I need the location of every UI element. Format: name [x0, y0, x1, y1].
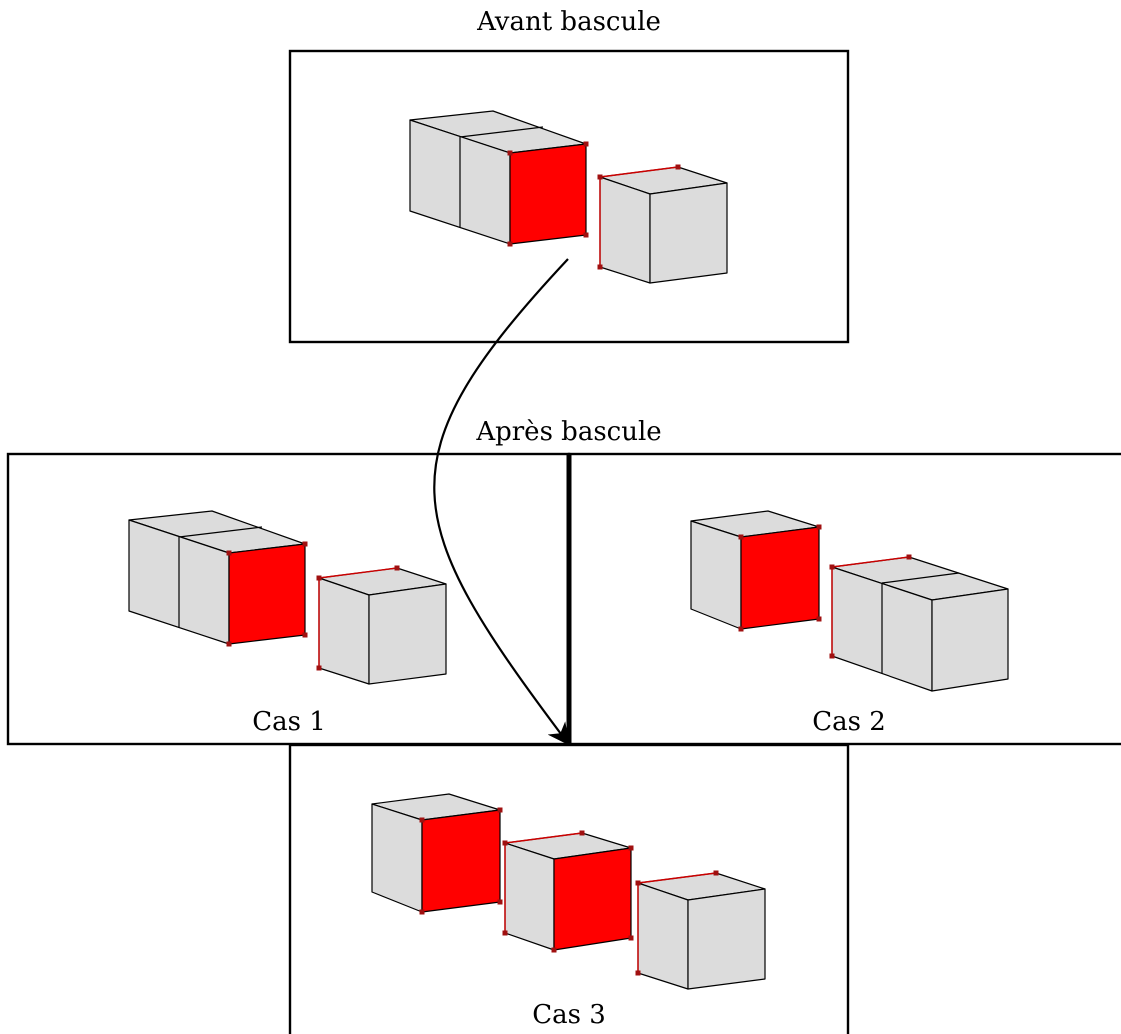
corner-marker-1: [579, 830, 585, 836]
corner-marker-0: [226, 550, 232, 556]
red-front-face: [509, 143, 587, 245]
corner-marker-1: [675, 164, 681, 170]
case3-cube-c: [635, 870, 766, 990]
corner-marker-0: [829, 564, 835, 570]
corner-marker-1: [394, 565, 400, 571]
block-front-face: [931, 588, 1009, 692]
corner-marker-2: [829, 653, 835, 659]
before-double-block: [409, 110, 589, 247]
corner-marker-2: [497, 899, 503, 905]
cube-side-face: [690, 520, 742, 630]
cube-front-face: [687, 888, 766, 990]
corner-marker-0: [502, 840, 508, 846]
after-title: Après bascule: [475, 417, 661, 447]
corner-marker-3: [226, 641, 232, 647]
case3-cube-b: [502, 830, 634, 953]
cube-side-face: [371, 803, 423, 913]
transition-arrow: [433, 258, 570, 746]
block-top-divider: [459, 126, 544, 138]
case1-single-cube: [316, 565, 447, 685]
corner-marker-3: [628, 845, 634, 851]
corner-marker-2: [816, 616, 822, 622]
case1-double-block: [128, 510, 308, 647]
corner-marker-1: [713, 870, 719, 876]
before-single-cube: [597, 164, 728, 284]
corner-marker-1: [583, 141, 589, 147]
corner-marker-2: [635, 970, 641, 976]
case2-double-block: [829, 554, 1009, 692]
corner-marker-4: [628, 935, 634, 941]
cube-front-face: [368, 583, 447, 685]
corner-marker-1: [497, 807, 503, 813]
corner-marker-2: [597, 264, 603, 270]
corner-marker-3: [419, 909, 425, 915]
block-top-divider: [178, 526, 263, 538]
red-front-face: [553, 847, 632, 951]
corner-marker-1: [906, 554, 912, 560]
corner-marker-2: [316, 665, 322, 671]
corner-marker-3: [507, 241, 513, 247]
before-title: Avant bascule: [476, 7, 661, 37]
corner-marker-0: [419, 817, 425, 823]
highlight-edge-top: [504, 832, 583, 844]
case2-single-cube: [690, 510, 822, 632]
case1-label: Cas 1: [252, 707, 326, 737]
corner-marker-1: [302, 541, 308, 547]
corner-marker-3: [738, 626, 744, 632]
corner-marker-1: [816, 524, 822, 530]
corner-marker-0: [507, 150, 513, 156]
highlight-edge-top: [599, 166, 679, 178]
block-top-divider: [881, 572, 960, 584]
corner-marker-0: [738, 534, 744, 540]
corner-marker-2: [502, 930, 508, 936]
corner-marker-0: [316, 575, 322, 581]
red-front-face: [421, 809, 501, 913]
corner-marker-0: [635, 880, 641, 886]
corner-marker-2: [302, 632, 308, 638]
case3-label: Cas 3: [532, 1000, 606, 1030]
cube-side-face: [318, 577, 370, 685]
case2-label: Cas 2: [812, 707, 886, 737]
cube-side-face: [504, 842, 555, 951]
highlight-edge-top: [831, 556, 910, 568]
corner-marker-2: [583, 232, 589, 238]
corner-marker-0: [597, 174, 603, 180]
corner-marker-5: [551, 947, 557, 953]
highlight-edge-top: [318, 567, 398, 579]
cube-side-face: [599, 176, 651, 284]
case3-cube-a: [371, 793, 503, 915]
cube-front-face: [649, 182, 728, 284]
red-front-face: [228, 543, 306, 645]
red-front-face: [740, 526, 820, 630]
before-panel: [288, 49, 850, 344]
cube-side-face: [637, 882, 689, 990]
highlight-edge-top: [637, 872, 717, 884]
